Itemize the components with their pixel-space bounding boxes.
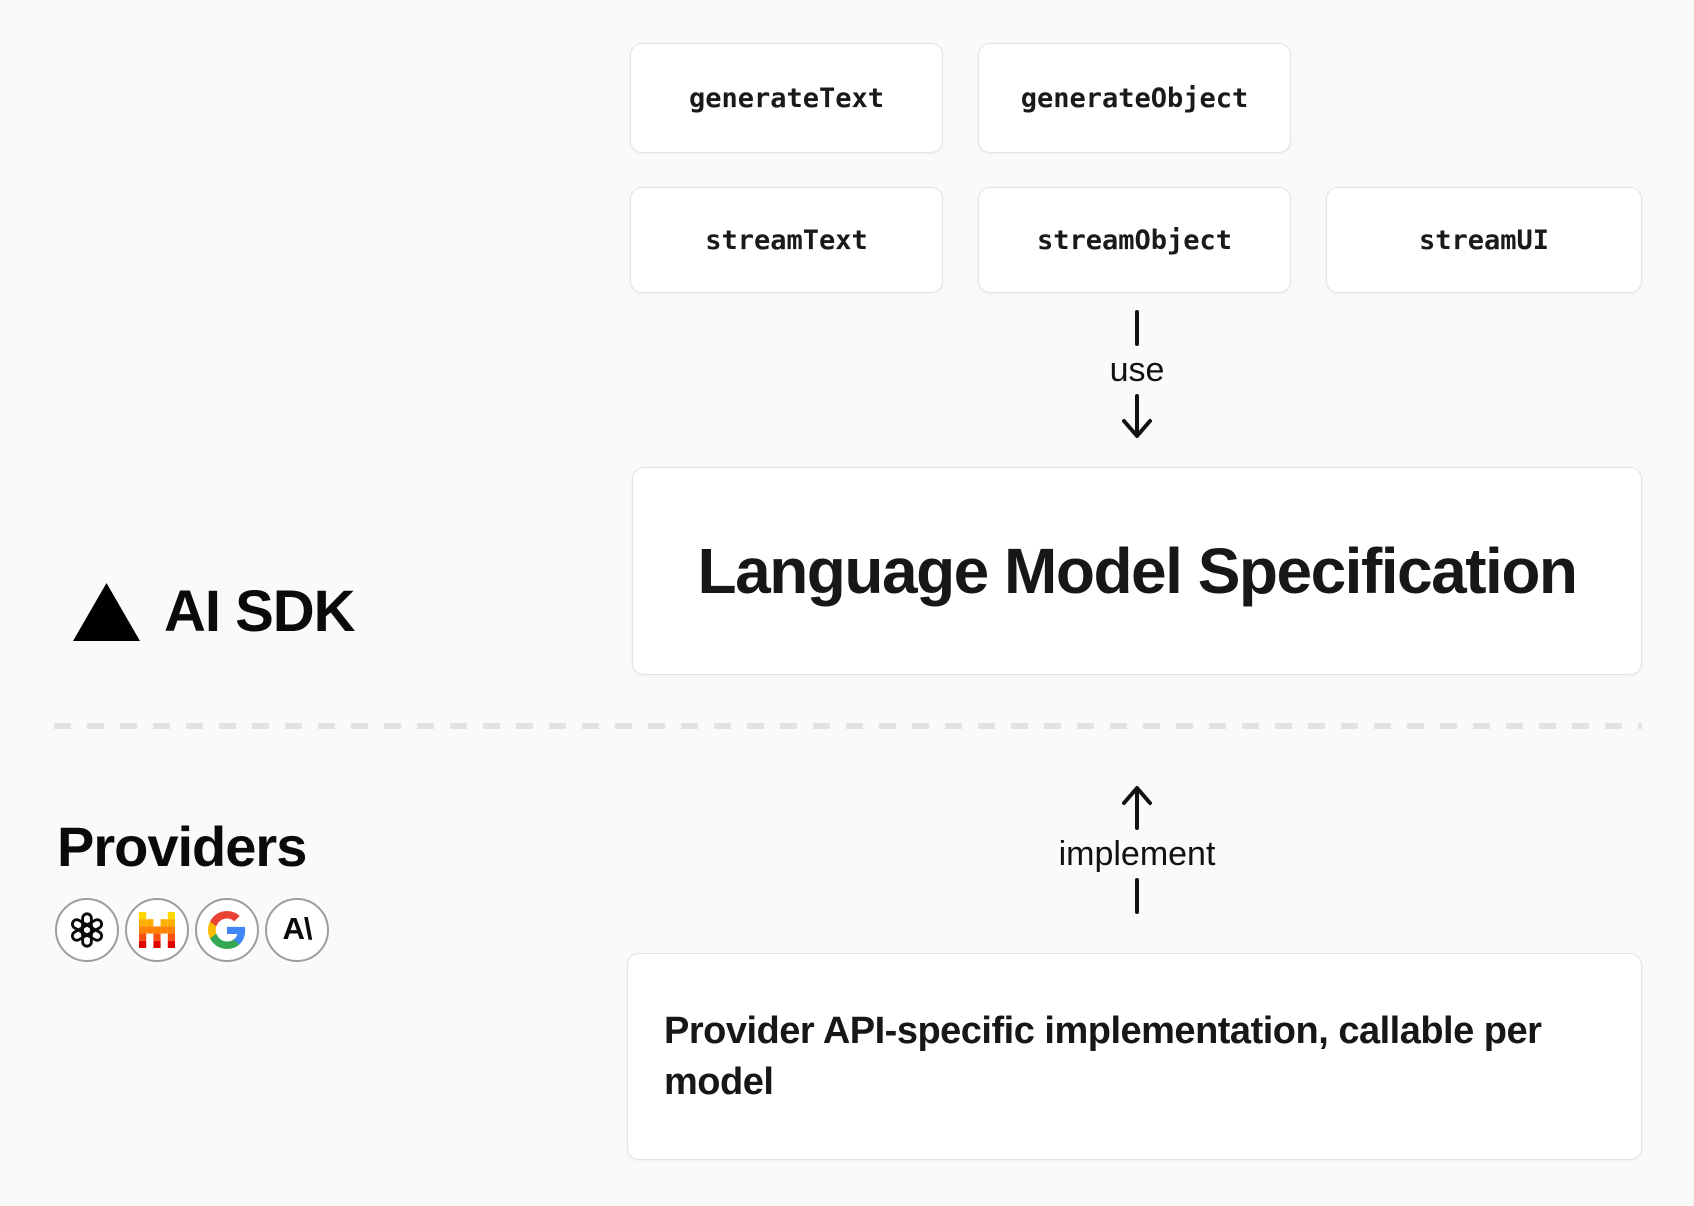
provider-logo-row: A\ — [55, 898, 329, 962]
provider-implementation-text: Provider API-specific implementation, ca… — [664, 1010, 1542, 1103]
function-label: streamObject — [1036, 224, 1233, 256]
function-box-streamText: streamText — [630, 187, 943, 293]
vercel-triangle-icon — [73, 582, 140, 641]
language-model-specification-box: Language Model Specification — [632, 467, 1642, 675]
ai-sdk-brand: AI SDK — [73, 578, 356, 645]
arrow-tail-line — [1135, 310, 1139, 346]
spec-title: Language Model Specification — [697, 535, 1579, 607]
function-label: streamText — [705, 224, 868, 256]
arrow-down-icon — [1122, 394, 1152, 438]
implement-arrow-group: implement — [1059, 784, 1215, 914]
function-box-streamObject: streamObject — [978, 187, 1291, 293]
function-label: streamUI — [1418, 224, 1550, 256]
provider-implementation-box: Provider API-specific implementation, ca… — [627, 953, 1642, 1160]
provider-mistral — [125, 898, 189, 962]
provider-openai — [55, 898, 119, 962]
openai-icon — [70, 912, 104, 948]
arrow-up-icon — [1122, 786, 1152, 830]
providers-heading: Providers — [57, 815, 307, 878]
provider-anthropic: A\ — [265, 898, 329, 962]
function-label: generateText — [688, 82, 885, 114]
mistral-icon — [139, 912, 175, 948]
use-label: use — [1109, 351, 1165, 389]
provider-google — [195, 898, 259, 962]
google-icon — [208, 911, 246, 949]
function-box-generateText: generateText — [630, 43, 943, 153]
anthropic-icon: A\ — [282, 911, 313, 946]
implement-label: implement — [1058, 835, 1216, 873]
brand-label: AI SDK — [164, 579, 356, 644]
use-arrow-group: use — [1077, 310, 1197, 440]
sdk-providers-divider — [54, 723, 1642, 729]
arrow-tail-line — [1135, 878, 1139, 914]
function-box-streamUI: streamUI — [1326, 187, 1642, 293]
function-box-generateObject: generateObject — [978, 43, 1291, 153]
function-label: generateObject — [1020, 82, 1249, 114]
